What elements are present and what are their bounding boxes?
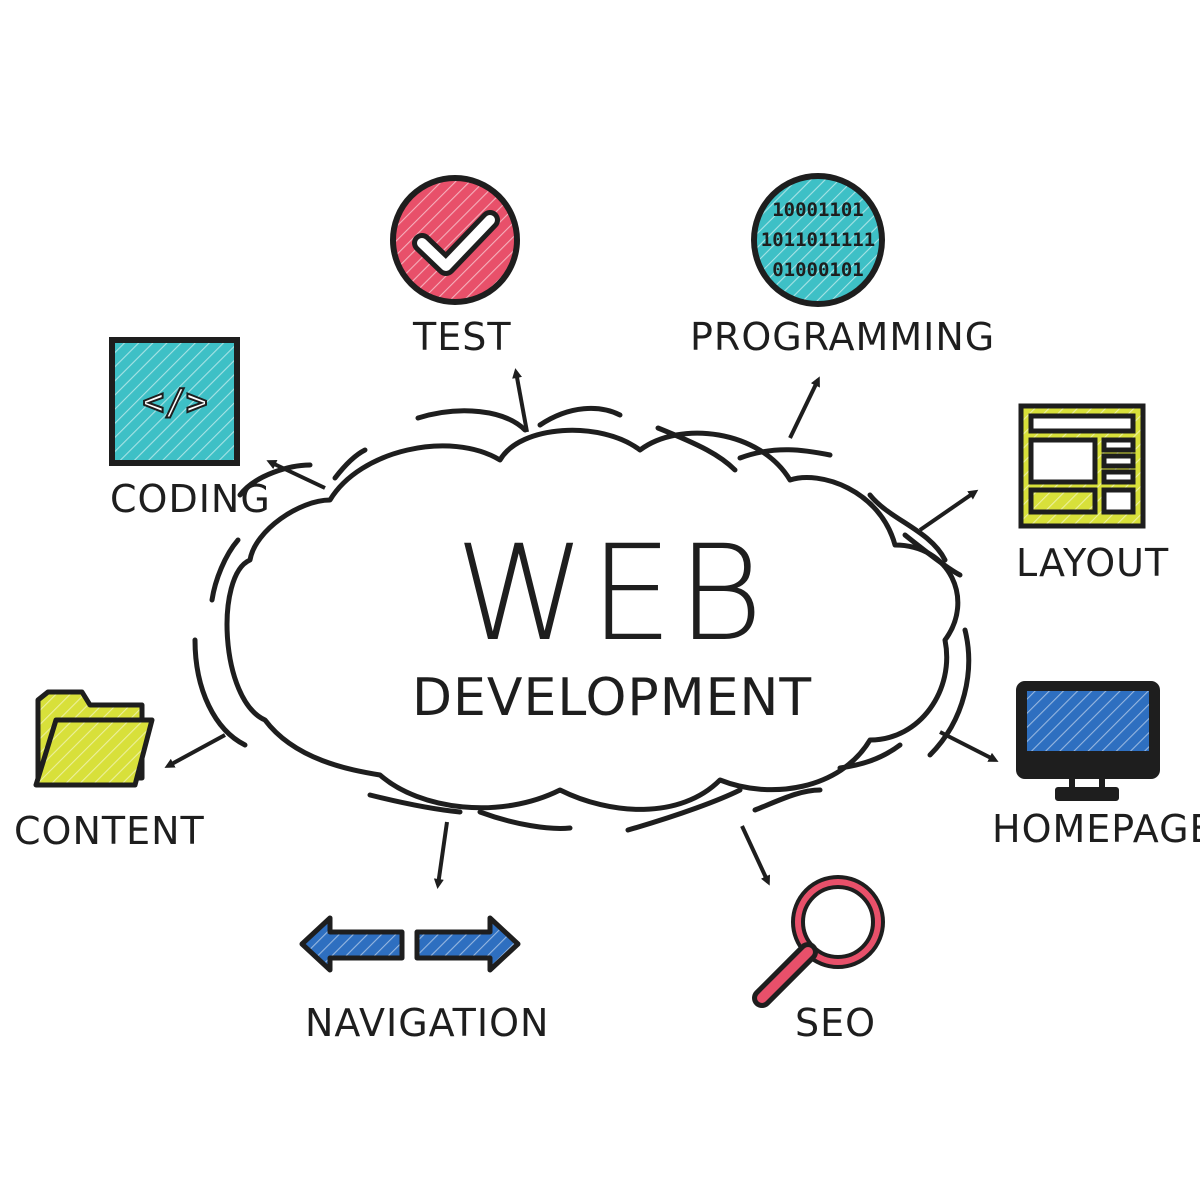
label-programming: PROGRAMMING [690, 315, 996, 359]
binary-line-1: 10001101 [772, 199, 864, 221]
folder-icon [33, 689, 155, 788]
cloud-shape [224, 427, 961, 812]
arrow-content [164, 733, 226, 768]
label-homepage: HOMEPAGE [992, 807, 1200, 851]
arrow-seo [740, 825, 771, 886]
monitor-icon [1016, 681, 1160, 801]
binary-line-3: 01000101 [772, 259, 864, 281]
arrow-layout [918, 489, 979, 532]
arrow-test [512, 368, 529, 433]
code-tag-glyph: </> [142, 382, 207, 423]
layout-icon [1018, 403, 1146, 529]
arrow-coding [266, 460, 326, 490]
magnifier-icon [752, 875, 885, 1008]
label-coding: CODING [110, 477, 271, 521]
center-title: WEB [455, 517, 768, 671]
label-seo: SEO [795, 1001, 877, 1045]
label-content: CONTENT [14, 809, 205, 853]
arrow-homepage [939, 730, 999, 762]
arrow-programming [788, 376, 820, 439]
connector-arrows [164, 368, 999, 889]
binary-line-2: 1011011111 [761, 229, 875, 251]
cloud-outline-strokes [192, 405, 972, 833]
center-subtitle: DEVELOPMENT [412, 668, 813, 728]
arrow-navigation [433, 821, 449, 889]
label-test: TEST [413, 315, 512, 359]
arrows-left-right-icon [299, 915, 521, 973]
binary-code-icon: 10001101 1011011111 01000101 [751, 173, 885, 307]
label-layout: LAYOUT [1016, 541, 1170, 585]
checkmark-circle-icon [390, 175, 520, 305]
label-navigation: NAVIGATION [305, 1001, 550, 1045]
code-tag-icon: </> [109, 337, 240, 466]
